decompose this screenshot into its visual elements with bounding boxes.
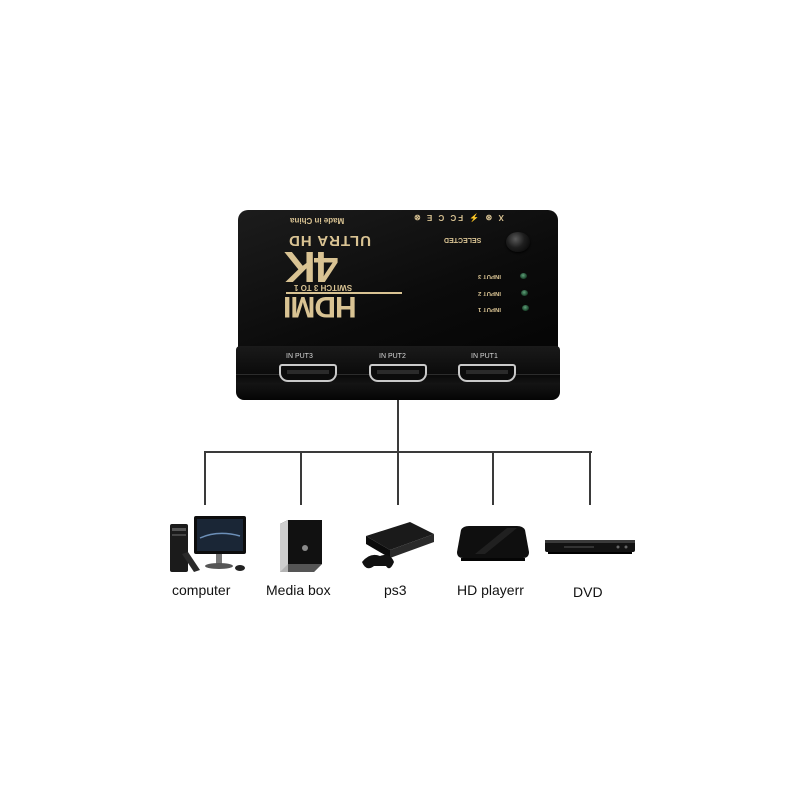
trunk-line [397, 400, 399, 452]
port-label-input1: IN PUT1 [471, 353, 498, 360]
led-icon-input3 [520, 273, 527, 279]
branch-ps3 [397, 451, 399, 505]
port-label-input3: IN PUT3 [286, 353, 313, 360]
device-label-hd-player: HD playerr [457, 582, 524, 598]
computer-icon [168, 514, 250, 576]
resolution-label: 4K [286, 242, 339, 291]
device-label-computer: computer [172, 582, 231, 598]
select-button-label: SELECTED [444, 236, 482, 243]
led-icon-input1 [522, 305, 529, 311]
dvd-player-icon [544, 538, 636, 556]
select-button[interactable] [506, 232, 530, 252]
branch-dvd [589, 451, 591, 505]
device-label-ps3: ps3 [384, 582, 407, 598]
hdmi-port-input2[interactable] [369, 364, 427, 382]
branch-computer [204, 451, 206, 505]
hdmi-port-input1[interactable] [458, 364, 516, 382]
switch-top-panel [238, 210, 558, 352]
hdmi-logo: HDMI [284, 290, 357, 323]
hd-player-icon [455, 524, 531, 564]
device-label-dvd: DVD [573, 584, 603, 600]
led-label-input1: INPUT 1 [478, 306, 502, 312]
led-label-input2: INPUT 2 [478, 290, 502, 296]
ps3-icon [360, 518, 436, 576]
media-box-icon [278, 518, 324, 574]
port-label-input2: IN PUT2 [379, 353, 406, 360]
hdmi-underline [286, 292, 402, 294]
led-label-input3: INPUT 3 [478, 273, 502, 279]
hdmi-port-input3[interactable] [279, 364, 337, 382]
made-in-label: Made in China [290, 216, 345, 225]
branch-hd-player [492, 451, 494, 505]
branch-media-box [300, 451, 302, 505]
device-label-media-box: Media box [266, 582, 331, 598]
led-icon-input2 [521, 290, 528, 296]
certification-icons: X ⊛ ⚡ FC C E ⊗ [412, 213, 504, 222]
